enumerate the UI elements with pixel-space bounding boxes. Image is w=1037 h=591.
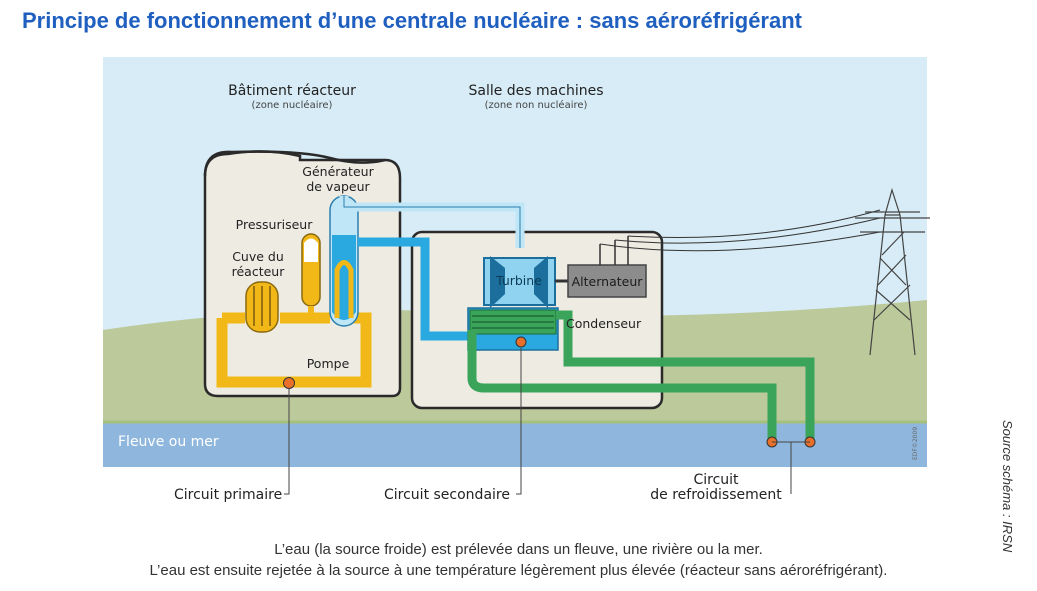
cooling-circuit-out	[556, 310, 815, 440]
pump-label: Pompe	[307, 356, 350, 371]
page-title: Principe de fonctionnement d’une central…	[22, 8, 802, 33]
steam-generator-label-2: de vapeur	[306, 179, 370, 194]
vessel-label-1: Cuve du	[232, 249, 284, 264]
reactor-building-label: Bâtiment réacteur	[228, 83, 356, 99]
machine-room-sublabel: (zone non nucléaire)	[485, 99, 588, 111]
vessel-label-2: réacteur	[232, 264, 286, 279]
feedwater-line	[358, 237, 470, 341]
cooling-circuit-label-2: de refroidissement	[650, 487, 782, 503]
water-label: Fleuve ou mer	[118, 434, 219, 450]
water-band	[103, 422, 927, 467]
steam-generator-label-1: Générateur	[302, 164, 374, 179]
reactor-building-sublabel: (zone nucléaire)	[252, 99, 333, 111]
turbine-label: Turbine	[495, 273, 542, 288]
cooling-circuit-in	[467, 330, 777, 440]
machine-room-label: Salle des machines	[468, 83, 603, 99]
primary-pump	[283, 377, 295, 389]
condenser-label: Condenseur	[566, 316, 642, 331]
edf-credit: EDF©2009	[912, 427, 919, 460]
alternator	[567, 264, 647, 298]
caption-line-2: L’eau est ensuite rejetée à la source à …	[149, 562, 888, 579]
cooling-circuit-label-1: Circuit	[693, 472, 739, 488]
caption-line-1: L’eau (la source froide) est prélevée da…	[274, 541, 763, 558]
alternator-label: Alternateur	[572, 274, 644, 289]
pressurizer-label: Pressuriseur	[236, 217, 314, 232]
power-pylon	[855, 187, 930, 356]
primary-circuit-label: Circuit primaire	[174, 487, 282, 503]
secondary-pump	[515, 336, 527, 348]
secondary-circuit-label: Circuit secondaire	[384, 487, 510, 503]
source-credit: Source schéma : IRSN	[1000, 420, 1015, 553]
primary-circuit-loop	[216, 312, 372, 388]
